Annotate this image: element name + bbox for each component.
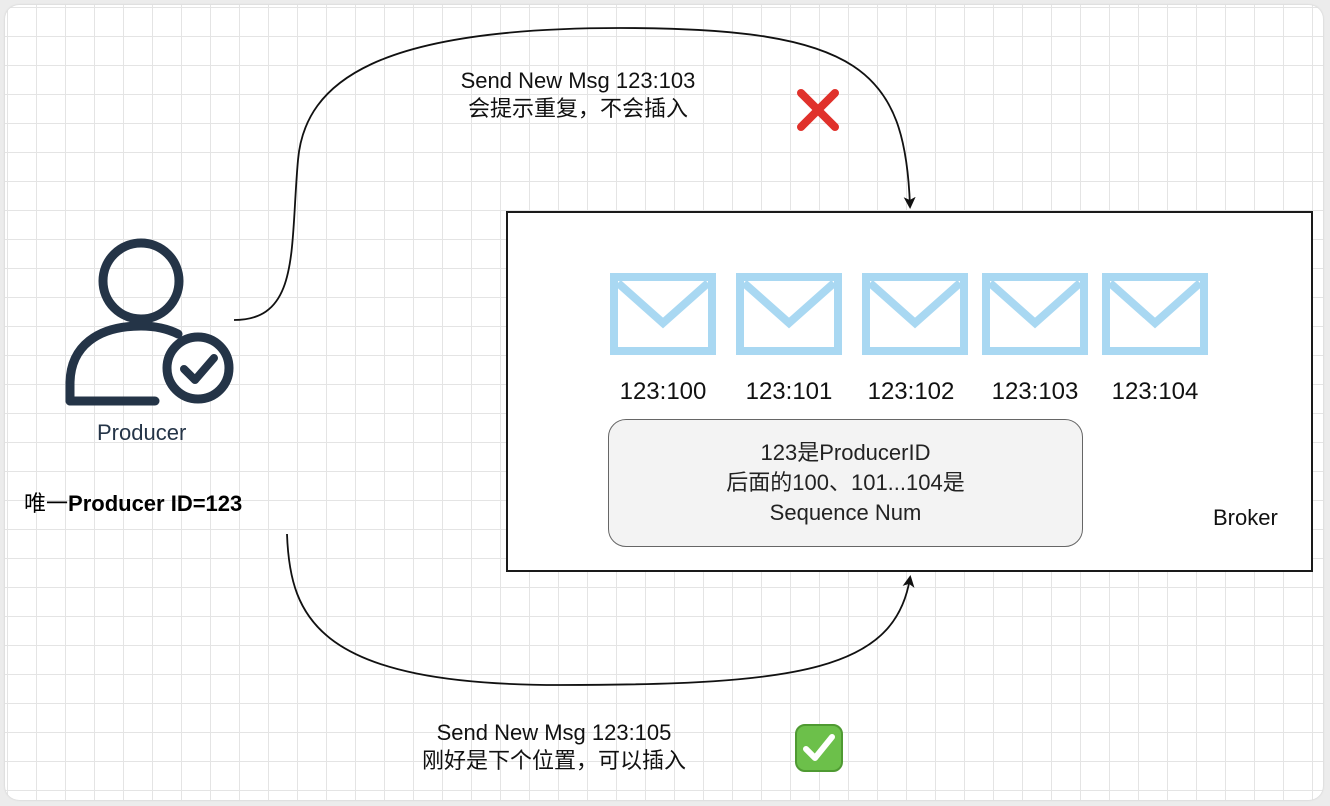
producer-id-label: 唯一Producer ID=123 <box>24 486 242 518</box>
envelope-icon <box>862 273 968 355</box>
broker-label: Broker <box>1213 505 1278 530</box>
envelope-icon <box>736 273 842 355</box>
valid-message-label: Send New Msg 123:105 刚好是下个位置，可以插入 <box>386 719 722 775</box>
sequence-note-line-3: Sequence Num <box>769 500 922 525</box>
sequence-note-line-1: 123是ProducerID <box>760 440 931 465</box>
producer-user-check-icon <box>65 238 234 406</box>
envelope-icon <box>1102 273 1208 355</box>
message-label-123-103: 123:103 <box>991 378 1079 405</box>
sequence-note-line-2: 后面的100、101...104是 <box>726 470 965 495</box>
edge-duplicate-send <box>233 27 916 321</box>
producer-id-value: Producer ID=123 <box>68 491 243 516</box>
cross-mark-icon <box>797 89 839 131</box>
sequence-note: 123是ProducerID 后面的100、101...104是 Sequenc… <box>608 419 1083 547</box>
check-mark-button-icon <box>795 724 843 772</box>
message-label-123-102: 123:102 <box>867 378 955 405</box>
valid-message-note: 刚好是下个位置，可以插入 <box>421 748 686 773</box>
duplicate-message-title: Send New Msg 123:103 <box>460 68 696 93</box>
duplicate-message-note: 会提示重复，不会插入 <box>467 96 688 121</box>
producer-caption: Producer <box>97 420 187 445</box>
valid-message-title: Send New Msg 123:105 <box>436 720 672 745</box>
edge-valid-send <box>286 533 915 686</box>
message-label-123-101: 123:101 <box>745 378 833 405</box>
producer-id-prefix: 唯一 <box>24 491 69 516</box>
envelope-icon <box>610 273 716 355</box>
message-label-123-100: 123:100 <box>619 378 707 405</box>
duplicate-message-label: Send New Msg 123:103 会提示重复，不会插入 <box>410 67 746 123</box>
envelope-icon <box>982 273 1088 355</box>
message-label-123-104: 123:104 <box>1111 378 1199 405</box>
